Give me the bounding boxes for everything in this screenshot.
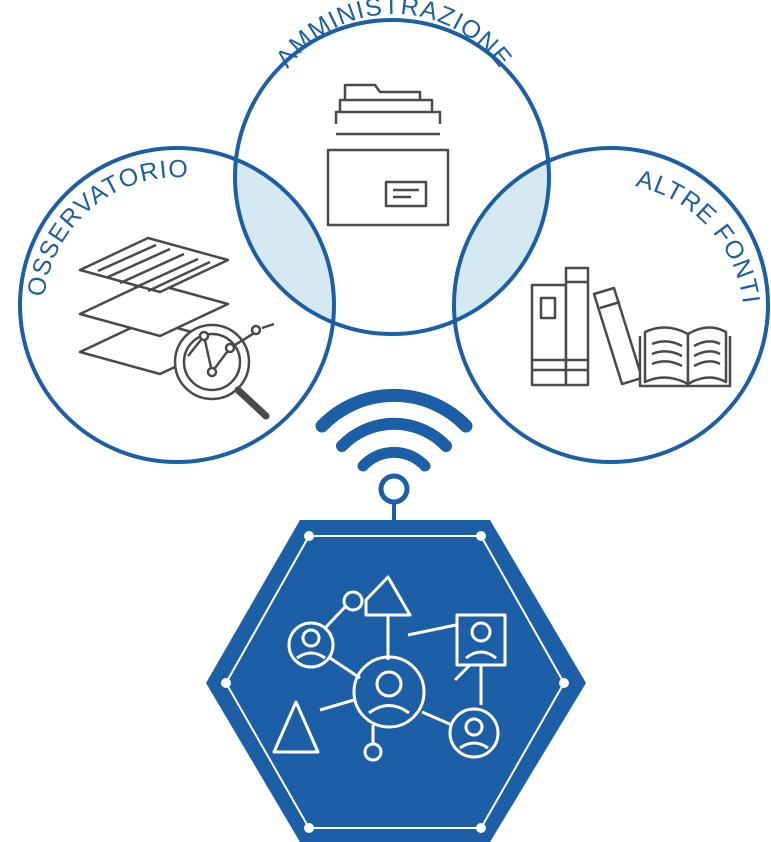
- circle-amministrazione: [233, 18, 551, 336]
- network-hexagon-icon: [206, 520, 586, 842]
- overlap-left: [235, 148, 334, 334]
- books-icon: [530, 266, 732, 388]
- label-amministrazione: AMMINISTRAZIONE: [270, 0, 517, 73]
- circle-osservatorio: [18, 146, 336, 464]
- overlap-right: [454, 148, 549, 334]
- label-altre-fonti: ALTRE FONTI: [633, 165, 765, 306]
- wireless-signal-icon: [315, 388, 473, 530]
- data-layers-magnifier-icon: [78, 236, 275, 420]
- circle-altre-fonti: [452, 146, 770, 464]
- folder-cabinet-icon: [326, 83, 450, 227]
